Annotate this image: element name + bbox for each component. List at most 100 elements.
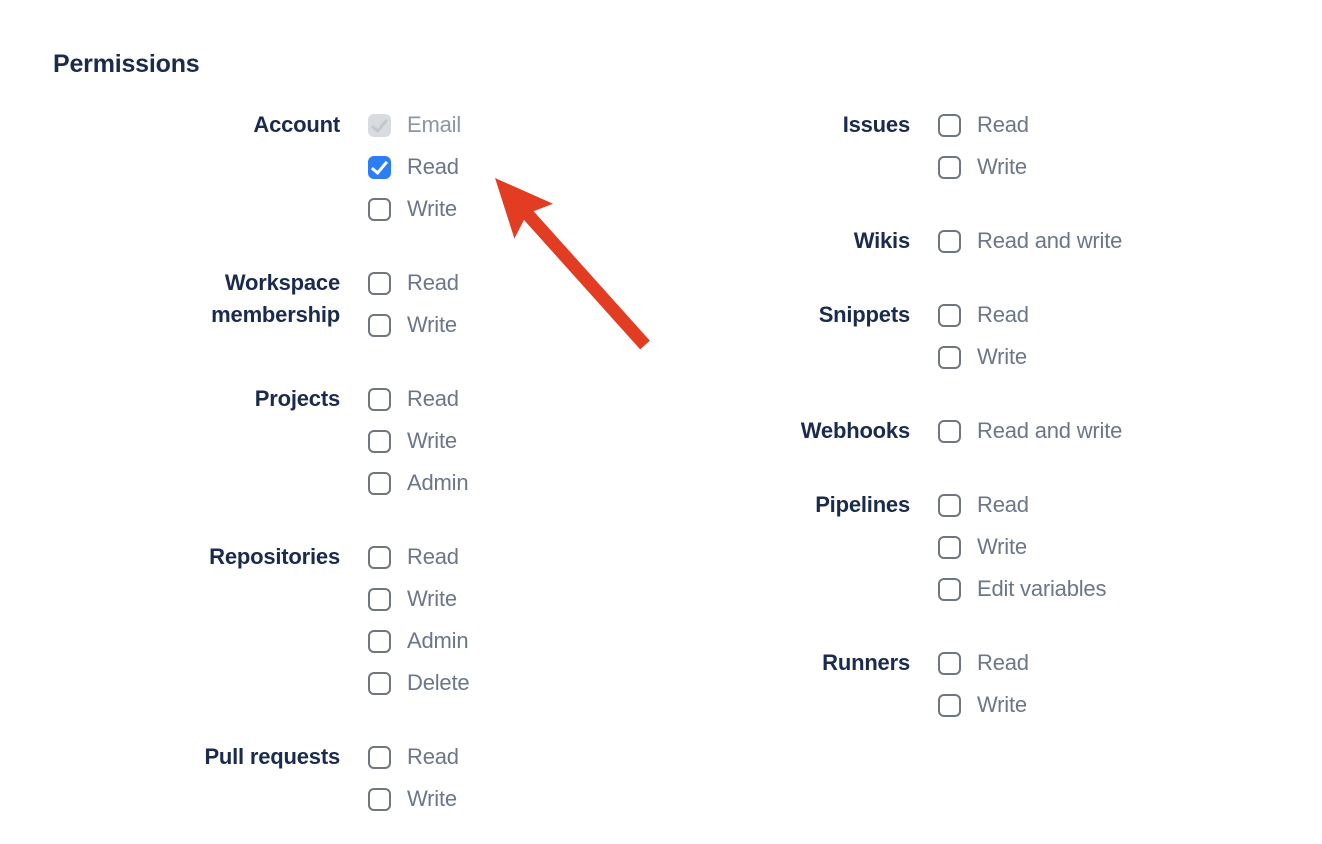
option-row-runners-read: Read xyxy=(938,642,1029,684)
permission-group-account: Account Email Read Write xyxy=(0,104,469,230)
option-row-account-read: Read xyxy=(368,146,461,188)
checkbox-repositories-delete[interactable] xyxy=(368,671,391,695)
permission-group-pull-requests: Pull requests Read Write xyxy=(0,736,469,820)
option-row-wikis-read-and-write: Read and write xyxy=(938,220,1122,262)
checkbox-pipelines-write[interactable] xyxy=(938,535,961,559)
option-row-webhooks-read-and-write: Read and write xyxy=(938,410,1122,452)
checkbox-snippets-write[interactable] xyxy=(938,345,961,369)
group-label-webhooks: Webhooks xyxy=(800,418,910,443)
group-label-snippets: Snippets xyxy=(818,302,911,327)
checkbox-account-email[interactable] xyxy=(368,113,391,137)
checkbox-projects-write[interactable] xyxy=(368,429,391,453)
group-label-pipelines: Pipelines xyxy=(815,492,910,517)
checkbox-runners-read[interactable] xyxy=(938,651,961,675)
checkbox-pipelines-edit-variables[interactable] xyxy=(938,577,961,601)
option-row-projects-admin: Admin xyxy=(368,462,469,504)
checkbox-issues-write[interactable] xyxy=(938,155,961,179)
option-row-account-write: Write xyxy=(368,188,461,230)
checkbox-wikis-read-and-write[interactable] xyxy=(938,229,961,253)
option-row-snippets-write: Write xyxy=(938,336,1029,378)
checkbox-repositories-admin[interactable] xyxy=(368,629,391,653)
checkbox-label-repositories-delete[interactable]: Delete xyxy=(407,670,470,695)
option-row-workspace-write: Write xyxy=(368,304,459,346)
option-row-snippets-read: Read xyxy=(938,294,1029,336)
checkbox-label-pipelines-write[interactable]: Write xyxy=(977,534,1027,559)
checkbox-repositories-read[interactable] xyxy=(368,545,391,569)
checkbox-label-account-email[interactable]: Email xyxy=(407,112,462,137)
checkbox-pull-requests-write[interactable] xyxy=(368,787,391,811)
checkbox-projects-read[interactable] xyxy=(368,387,391,411)
checkbox-pipelines-read[interactable] xyxy=(938,493,961,517)
permission-group-workspace-membership: Workspace membership Read Write xyxy=(0,262,469,346)
option-row-repositories-delete: Delete xyxy=(368,662,470,704)
group-label-runners: Runners xyxy=(822,650,910,675)
group-label-issues: Issues xyxy=(842,112,910,137)
checkbox-label-projects-write[interactable]: Write xyxy=(407,428,457,453)
permissions-right-column: Issues Read Write Wikis Read and write xyxy=(660,104,1123,758)
checkbox-label-runners-write[interactable]: Write xyxy=(977,692,1027,717)
checkbox-label-runners-read[interactable]: Read xyxy=(977,650,1029,675)
checkbox-label-wikis-read-and-write[interactable]: Read and write xyxy=(977,228,1123,253)
checkbox-workspace-read[interactable] xyxy=(368,271,391,295)
option-row-repositories-write: Write xyxy=(368,578,469,620)
checkbox-repositories-write[interactable] xyxy=(368,587,391,611)
permissions-left-column: Account Email Read Write Workspace membe… xyxy=(0,104,469,844)
permission-group-issues: Issues Read Write xyxy=(660,104,1122,188)
permission-group-projects: Projects Read Write Admin xyxy=(0,378,469,504)
checkbox-label-snippets-read[interactable]: Read xyxy=(977,302,1029,327)
checkbox-label-pipelines-edit-variables[interactable]: Edit variables xyxy=(977,576,1107,601)
permission-group-webhooks: Webhooks Read and write xyxy=(660,410,1123,452)
option-row-projects-read: Read xyxy=(368,378,468,420)
checkbox-account-read[interactable] xyxy=(368,155,391,179)
option-row-repositories-admin: Admin xyxy=(368,620,469,662)
group-label-repositories: Repositories xyxy=(209,544,340,569)
checkbox-label-workspace-write[interactable]: Write xyxy=(407,312,457,337)
checkbox-projects-admin[interactable] xyxy=(368,471,391,495)
checkbox-issues-read[interactable] xyxy=(938,113,961,137)
page-title: Permissions xyxy=(53,50,200,78)
checkbox-label-account-write[interactable]: Write xyxy=(407,196,457,221)
checkbox-label-issues-write[interactable]: Write xyxy=(977,154,1027,179)
checkbox-label-projects-admin[interactable]: Admin xyxy=(407,470,469,495)
red-arrow-icon xyxy=(495,178,650,350)
checkbox-label-repositories-admin[interactable]: Admin xyxy=(407,628,469,653)
option-row-issues-read: Read xyxy=(938,104,1029,146)
option-row-account-email: Email xyxy=(368,104,461,146)
checkbox-snippets-read[interactable] xyxy=(938,303,961,327)
checkbox-label-repositories-read[interactable]: Read xyxy=(407,544,459,569)
checkbox-label-pull-requests-write[interactable]: Write xyxy=(407,786,457,811)
option-row-runners-write: Write xyxy=(938,684,1029,726)
checkbox-workspace-write[interactable] xyxy=(368,313,391,337)
group-label-projects: Projects xyxy=(254,386,340,411)
checkbox-label-snippets-write[interactable]: Write xyxy=(977,344,1027,369)
option-row-pipelines-read: Read xyxy=(938,484,1106,526)
permission-group-snippets: Snippets Read Write xyxy=(660,294,1122,378)
option-row-pull-requests-write: Write xyxy=(368,778,459,820)
checkbox-label-projects-read[interactable]: Read xyxy=(407,386,459,411)
option-row-pull-requests-read: Read xyxy=(368,736,459,778)
group-label-account: Account xyxy=(253,112,340,137)
permission-group-pipelines: Pipelines Read Write Edit variables xyxy=(660,484,1122,610)
checkbox-label-pipelines-read[interactable]: Read xyxy=(977,492,1029,517)
option-row-projects-write: Write xyxy=(368,420,468,462)
permission-group-repositories: Repositories Read Write Admin Delete xyxy=(0,536,469,704)
checkbox-runners-write[interactable] xyxy=(938,693,961,717)
option-row-issues-write: Write xyxy=(938,146,1029,188)
option-row-pipelines-write: Write xyxy=(938,526,1106,568)
checkbox-account-write[interactable] xyxy=(368,197,391,221)
option-row-pipelines-edit-variables: Edit variables xyxy=(938,568,1106,610)
checkbox-label-workspace-read[interactable]: Read xyxy=(407,270,459,295)
checkbox-label-account-read[interactable]: Read xyxy=(407,154,459,179)
checkbox-label-issues-read[interactable]: Read xyxy=(977,112,1029,137)
option-row-repositories-read: Read xyxy=(368,536,469,578)
option-row-workspace-read: Read xyxy=(368,262,459,304)
checkbox-label-pull-requests-read[interactable]: Read xyxy=(407,744,459,769)
checkbox-label-repositories-write[interactable]: Write xyxy=(407,586,457,611)
group-label-workspace-membership: Workspace membership xyxy=(211,270,340,327)
checkbox-label-webhooks-read-and-write[interactable]: Read and write xyxy=(977,418,1123,443)
checkbox-pull-requests-read[interactable] xyxy=(368,745,391,769)
group-label-wikis: Wikis xyxy=(853,228,910,253)
permission-group-wikis: Wikis Read and write xyxy=(660,220,1123,262)
checkbox-webhooks-read-and-write[interactable] xyxy=(938,419,961,443)
